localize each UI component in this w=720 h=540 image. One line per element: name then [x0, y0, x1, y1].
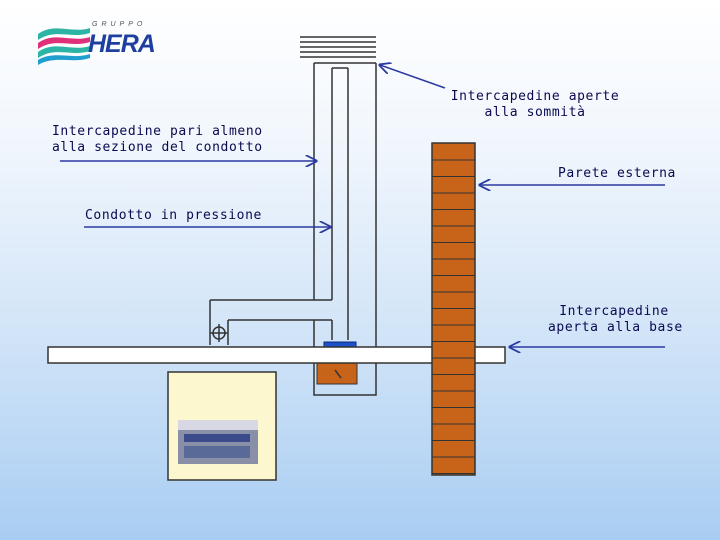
base-air-duct — [47, 346, 506, 364]
label-gap-section-line2: alla sezione del condotto — [52, 140, 263, 155]
label-outer-wall-line1: Parete esterna — [558, 166, 676, 181]
label-gap-section: Intercapedine pari almeno alla sezione d… — [52, 124, 263, 156]
label-top-opening-line1: Intercapedine aperte — [450, 89, 620, 104]
label-base-opening-line1: Intercapedine — [559, 304, 669, 319]
label-base-opening-line2: aperta alla base — [548, 320, 683, 335]
brick-lines — [432, 159, 475, 474]
label-base-opening: Intercapedine aperta alla base — [548, 304, 683, 336]
label-gap-section-line1: Intercapedine pari almeno — [52, 124, 263, 139]
hera-logo-icon — [38, 28, 90, 65]
burner-photo — [178, 420, 258, 464]
label-top-opening-line2: alla sommità — [484, 105, 586, 120]
logo-brand-text: HERA — [88, 30, 156, 58]
valve-icon — [210, 324, 228, 342]
label-pressure-duct-line1: Condotto in pressione — [85, 208, 262, 223]
chimney-cap — [300, 36, 376, 58]
arrow-top-opening — [380, 65, 446, 89]
flue-pipe — [209, 299, 332, 345]
inner-duct — [331, 68, 349, 340]
label-outer-wall: Parete esterna — [558, 166, 676, 182]
logo-group-text: GRUPPO — [92, 21, 147, 28]
label-pressure-duct: Condotto in pressione — [85, 208, 262, 224]
label-top-opening: Intercapedine aperte alla sommità — [450, 89, 620, 121]
